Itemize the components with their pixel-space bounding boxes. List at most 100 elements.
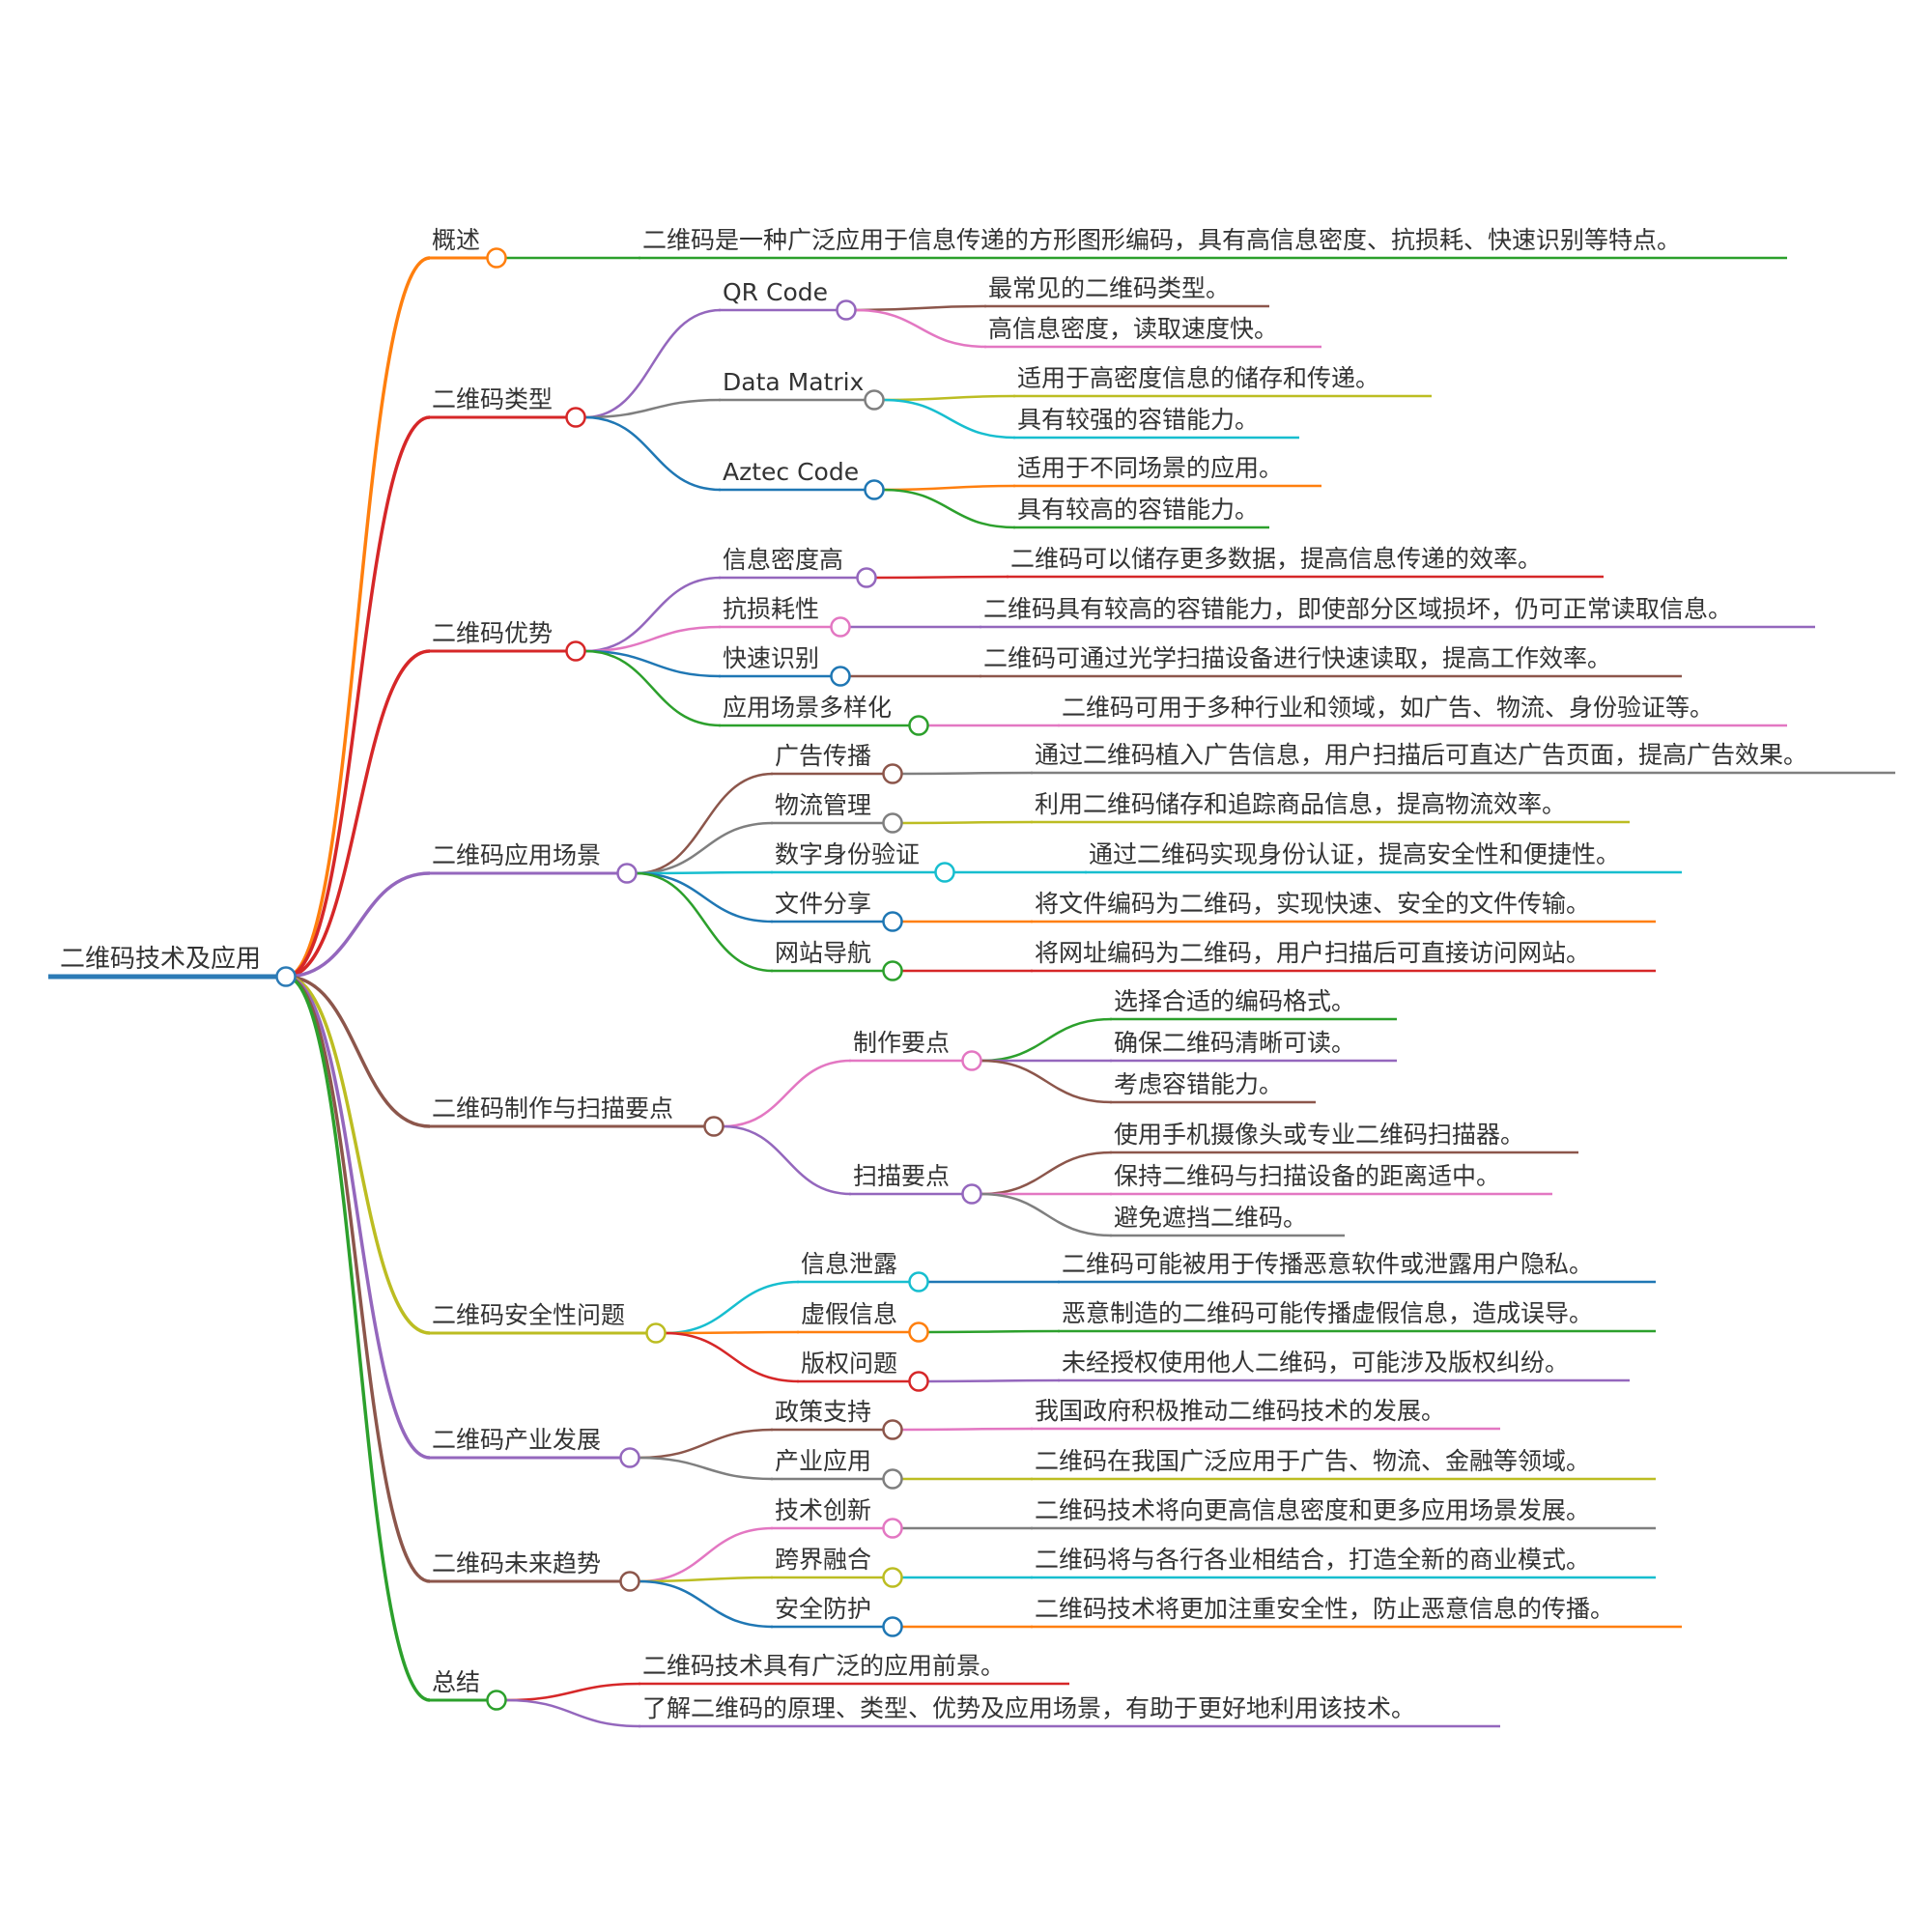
sub-branch-connector: [665, 1330, 800, 1335]
branch-connector: [285, 975, 431, 1460]
sub-branch-label: 网站导航: [775, 939, 871, 967]
sub-branch-connector: [639, 1428, 774, 1460]
branch-toggle-node[interactable]: [619, 1571, 640, 1592]
leaf-connector: [883, 484, 1016, 492]
leaf-label: 二维码可能被用于传播恶意软件或泄露用户隐私。: [1062, 1250, 1593, 1278]
sub-branch-toggle-node[interactable]: [908, 1321, 929, 1343]
sub-branch-toggle-node[interactable]: [882, 1616, 903, 1637]
leaf-label: 了解二维码的原理、类型、优势及应用场景，有助于更好地利用该技术。: [642, 1694, 1415, 1722]
branch-toggle-node[interactable]: [645, 1322, 667, 1344]
sub-branch-toggle-node[interactable]: [864, 479, 885, 500]
sub-branch-label: 技术创新: [775, 1496, 871, 1524]
branch-toggle-node[interactable]: [619, 1447, 640, 1468]
sub-branch-label: 抗损耗性: [723, 595, 819, 623]
sub-branch-label: 应用场景多样化: [723, 694, 892, 722]
sub-branch-label: Aztec Code: [723, 458, 859, 486]
leaf-connector: [505, 1682, 641, 1702]
sub-branch-label: 快速识别: [723, 644, 819, 672]
sub-branch-connector: [636, 871, 774, 973]
leaf-label: 二维码是一种广泛应用于信息传递的方形图形编码，具有高信息密度、抗损耗、快速识别等…: [642, 226, 1681, 254]
leaf-label: 使用手机摄像头或专业二维码扫描器。: [1114, 1121, 1524, 1149]
sub-branch-label: 产业应用: [775, 1447, 871, 1475]
sub-branch-connector: [636, 772, 774, 875]
leaf-label: 利用二维码储存和追踪商品信息，提高物流效率。: [1035, 790, 1566, 818]
mind-map-nodes: 二维码技术及应用概述二维码是一种广泛应用于信息传递的方形图形编码，具有高信息密度…: [60, 226, 1807, 1722]
leaf-label: 二维码在我国广泛应用于广告、物流、金融等领域。: [1035, 1447, 1590, 1475]
leaf-connector: [927, 1329, 1061, 1334]
sub-branch-toggle-node[interactable]: [961, 1050, 982, 1071]
branch-toggle-node[interactable]: [616, 863, 638, 884]
sub-branch-toggle-node[interactable]: [908, 715, 929, 736]
branch-label: 总结: [432, 1668, 480, 1696]
branch-toggle-node[interactable]: [703, 1116, 724, 1137]
branch-label: 概述: [432, 226, 480, 254]
sub-branch-toggle-node[interactable]: [882, 1518, 903, 1539]
sub-branch-toggle-node[interactable]: [856, 567, 877, 588]
sub-branch-toggle-node[interactable]: [934, 862, 955, 883]
sub-branch-toggle-node[interactable]: [882, 960, 903, 981]
sub-branch-connector: [665, 1331, 800, 1383]
sub-branch-toggle-node[interactable]: [882, 812, 903, 834]
leaf-label: 避免遮挡二维码。: [1114, 1204, 1307, 1232]
root-toggle-node[interactable]: [275, 966, 297, 987]
sub-branch-label: 虚假信息: [801, 1300, 897, 1328]
sub-branch-toggle-node[interactable]: [882, 1468, 903, 1490]
branch-connector: [285, 975, 431, 1128]
sub-branch-connector: [584, 308, 722, 419]
sub-branch-toggle-node[interactable]: [908, 1271, 929, 1293]
branch-label: 二维码安全性问题: [432, 1301, 625, 1329]
branch-toggle-node[interactable]: [565, 640, 586, 662]
branch-label: 二维码产业发展: [432, 1426, 601, 1454]
branch-toggle-node[interactable]: [565, 407, 586, 428]
leaf-connector: [901, 820, 1034, 825]
leaf-label: 二维码可通过光学扫描设备进行快速读取，提高工作效率。: [983, 644, 1611, 672]
leaf-label: 保持二维码与扫描设备的距离适中。: [1114, 1162, 1500, 1190]
sub-branch-label: 版权问题: [801, 1350, 897, 1378]
sub-branch-connector: [639, 1579, 774, 1629]
sub-branch-connector: [639, 1456, 774, 1481]
branch-label: 二维码类型: [432, 385, 553, 413]
sub-branch-toggle-node[interactable]: [830, 666, 851, 687]
leaf-label: 具有较高的容错能力。: [1017, 496, 1259, 524]
branch-connector: [285, 975, 431, 1583]
leaf-label: 适用于不同场景的应用。: [1017, 454, 1283, 482]
leaf-label: 具有较强的容错能力。: [1017, 406, 1259, 434]
sub-branch-toggle-node[interactable]: [882, 1419, 903, 1440]
sub-branch-toggle-node[interactable]: [908, 1371, 929, 1392]
sub-branch-toggle-node[interactable]: [882, 763, 903, 784]
leaf-connector: [505, 1698, 641, 1728]
leaf-connector: [980, 1192, 1113, 1237]
sub-branch-label: 信息泄露: [801, 1250, 897, 1278]
leaf-label: 将文件编码为二维码，实现快速、安全的文件传输。: [1035, 890, 1590, 918]
leaf-label: 适用于高密度信息的储存和传递。: [1017, 364, 1379, 392]
leaf-connector: [980, 1151, 1113, 1196]
sub-branch-label: 扫描要点: [853, 1162, 950, 1190]
sub-branch-toggle-node[interactable]: [961, 1183, 982, 1205]
leaf-label: 确保二维码清晰可读。: [1114, 1029, 1355, 1057]
leaf-label: 二维码技术具有广泛的应用前景。: [642, 1652, 1005, 1680]
sub-branch-toggle-node[interactable]: [864, 389, 885, 411]
sub-branch-toggle-node[interactable]: [882, 1567, 903, 1588]
branch-toggle-node[interactable]: [486, 1690, 507, 1711]
sub-branch-toggle-node[interactable]: [882, 911, 903, 932]
branch-connector: [285, 649, 431, 979]
leaf-label: 通过二维码实现身份认证，提高安全性和便捷性。: [1089, 840, 1620, 868]
sub-branch-toggle-node[interactable]: [836, 299, 857, 321]
sub-branch-connector: [584, 398, 722, 419]
sub-branch-connector: [665, 1280, 800, 1335]
leaf-label: 二维码技术将向更高信息密度和更多应用场景发展。: [1035, 1496, 1590, 1524]
connector-lines: [48, 256, 1895, 1728]
sub-branch-connector: [723, 1059, 852, 1128]
sub-branch-connector: [636, 871, 774, 923]
branch-connector: [285, 975, 431, 1335]
sub-branch-connector: [584, 649, 722, 727]
sub-branch-label: 信息密度高: [723, 546, 843, 574]
branch-toggle-node[interactable]: [486, 247, 507, 269]
leaf-connector: [901, 771, 1034, 776]
sub-branch-label: 文件分享: [775, 890, 871, 918]
sub-branch-toggle-node[interactable]: [830, 616, 851, 638]
sub-branch-connector: [639, 1526, 774, 1583]
leaf-label: 二维码可用于多种行业和领域，如广告、物流、身份验证等。: [1062, 694, 1714, 722]
sub-branch-label: 跨界融合: [775, 1546, 871, 1574]
